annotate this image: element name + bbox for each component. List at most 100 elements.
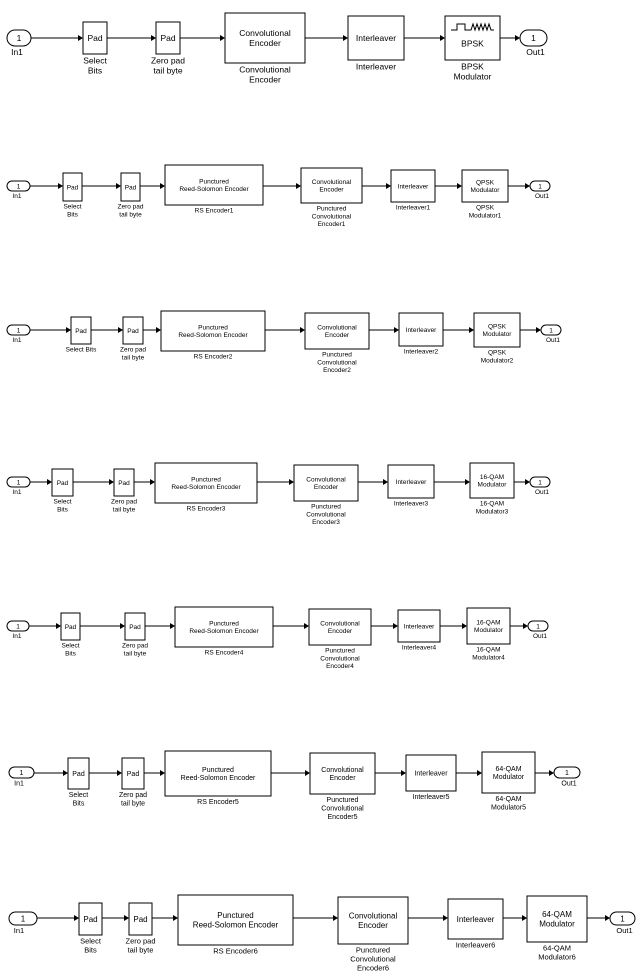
block-frame [224, 12, 306, 64]
block-frame [387, 464, 435, 499]
signal-arrow-icon [536, 327, 541, 333]
signal-arrow-icon [63, 770, 68, 776]
block-text: Modulator [478, 482, 508, 489]
block-text: Pad [127, 771, 140, 778]
punctured-convolutional-encoder1-block[interactable]: ConvolutionalEncoderPuncturedConvolution… [300, 167, 363, 228]
punctured-convolutional-encoder6-block[interactable]: ConvolutionalEncoderPuncturedConvolution… [337, 896, 409, 973]
signal-arrow-icon [220, 35, 225, 41]
block-frame [60, 612, 81, 641]
block-label: Modulator [454, 72, 492, 82]
block-frame [390, 169, 436, 203]
punctured-convolutional-encoder4-block[interactable]: ConvolutionalEncoderPuncturedConvolution… [308, 608, 372, 670]
punctured-convolutional-encoder3-block[interactable]: ConvolutionalEncoderPuncturedConvolution… [293, 464, 359, 526]
block-text: Reed-Solomon Encoder [179, 186, 249, 193]
port-label: Out1 [526, 47, 545, 57]
signal-arrow-icon [66, 327, 71, 333]
block-label: Modulator5 [491, 804, 526, 811]
port-label: In1 [14, 926, 24, 935]
block-text: Pad [65, 624, 77, 631]
block-label: Zero pad [122, 643, 148, 650]
port-number: 1 [538, 183, 542, 190]
block-text: 64-QAM [495, 766, 521, 773]
port-number: 1 [538, 479, 542, 486]
signal-arrow-icon [124, 915, 129, 921]
block-frame [128, 902, 153, 936]
port-label: Out1 [535, 193, 549, 200]
block-label: 64-QAM [543, 944, 571, 953]
block-frame [300, 167, 363, 204]
port-label: In1 [12, 193, 21, 200]
block-label: Punctured [311, 504, 341, 511]
signal-arrow-icon [386, 183, 391, 189]
port-label: Out1 [616, 926, 632, 935]
port-number: 1 [17, 183, 21, 190]
block-label: Encoder6 [357, 964, 389, 973]
port-oval [609, 911, 636, 926]
block-label: Zero pad [111, 499, 137, 506]
block-text: Convolutional [320, 620, 360, 627]
block-label: Zero pad [119, 792, 147, 799]
port-oval [527, 620, 549, 632]
port-number: 1 [21, 914, 26, 923]
block-label: Convolutional [320, 655, 360, 662]
block-label: QPSK [476, 205, 495, 212]
block-label: Convolutional [350, 955, 396, 964]
block-text: Punctured [198, 324, 228, 331]
block-text: QPSK [488, 323, 507, 330]
signal-arrow-icon [118, 327, 123, 333]
punctured-convolutional-encoder2-block[interactable]: ConvolutionalEncoderPuncturedConvolution… [304, 312, 370, 374]
punctured-convolutional-encoder5-block[interactable]: ConvolutionalEncoderPuncturedConvolution… [309, 752, 376, 821]
